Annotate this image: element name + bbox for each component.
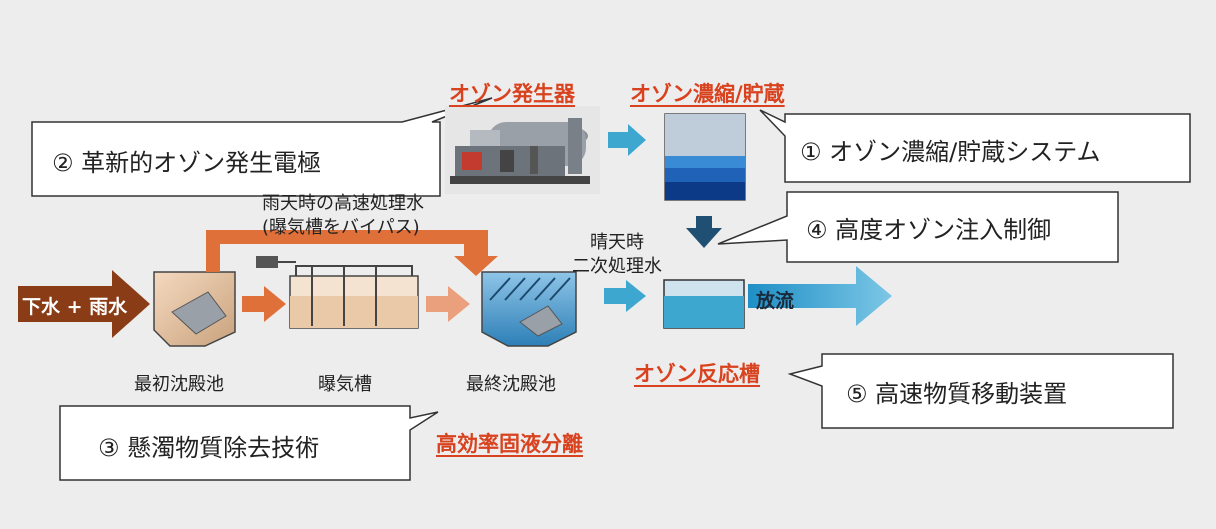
ozone-reaction-tank-label: オゾン反応槽	[634, 362, 760, 386]
arrow-final-reaction	[604, 280, 646, 312]
aeration-tank-label: 曝気槽	[318, 374, 372, 395]
dry-weather-label-line2: 二次処理水	[572, 256, 662, 277]
final-clarifier	[481, 271, 577, 347]
bypass-label-line2: (曝気槽をバイパス)	[262, 217, 420, 238]
callout-2-text: ② 革新的オゾン発生電極	[52, 149, 322, 177]
callout-1-text: ① オゾン濃縮/貯蔵システム	[800, 138, 1101, 166]
arrow-primary-aeration	[242, 286, 286, 322]
bypass-arrow	[206, 230, 498, 276]
high-efficiency-separation-label: 高効率固液分離	[436, 432, 583, 456]
dry-weather-label-line1: 晴天時	[590, 232, 644, 253]
callout-box-5	[787, 353, 1174, 429]
callout-box-3	[59, 405, 439, 481]
callout-5-text: ⑤ 高速物質移動装置	[846, 380, 1068, 408]
callout-box-1	[759, 109, 1191, 183]
callout-box-4	[717, 191, 1119, 263]
arrow-to-tank	[608, 124, 646, 156]
bypass-label-line1: 雨天時の高速処理水	[262, 193, 424, 214]
ozone-reaction-tank	[663, 279, 745, 329]
primary-clarifier-label: 最初沈殿池	[134, 374, 224, 395]
arrow-aeration-final	[426, 286, 470, 322]
callout-4-text: ④ 高度オゾン注入制御	[806, 216, 1052, 244]
final-clarifier-label: 最終沈殿池	[466, 374, 556, 395]
primary-clarifier	[153, 271, 236, 347]
aeration-tank	[256, 256, 419, 329]
discharge-arrow	[748, 266, 892, 326]
ozone-generator-image	[445, 106, 600, 194]
callout-box-2	[31, 97, 493, 197]
inflow-arrow	[18, 270, 150, 338]
ozone-concentration-label: オゾン濃縮/貯蔵	[630, 82, 785, 106]
injection-arrow	[686, 216, 722, 248]
callout-3-text: ③ 懸濁物質除去技術	[98, 434, 320, 462]
inflow-label: 下水 + 雨水	[22, 296, 128, 318]
ozone-storage-tank	[664, 113, 746, 201]
ozone-generator-label: オゾン発生器	[449, 82, 575, 106]
discharge-label: 放流	[756, 290, 795, 312]
